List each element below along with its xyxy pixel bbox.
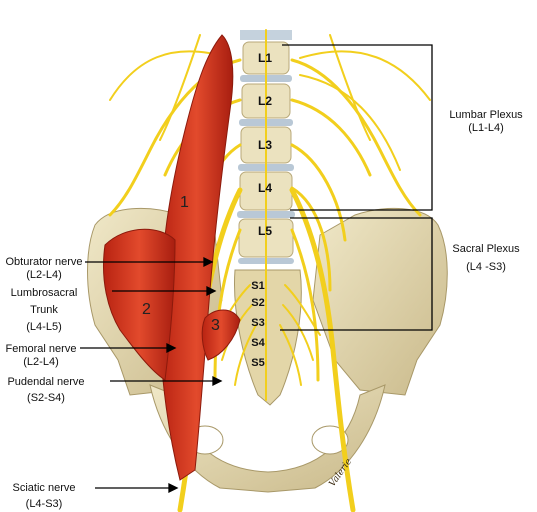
nerve xyxy=(290,228,320,382)
obturator-nerve-name: Obturator nerve xyxy=(5,256,83,268)
sciatic-nerve-label: Sciatic nerve (L4-S3) xyxy=(0,482,88,511)
sacral-label-s1: S1 xyxy=(251,280,265,292)
lumbosacral-trunk-label: Lumbrosacral Trunk (L4-L5) xyxy=(0,287,88,334)
sacral-plexus-label: Sacral Plexus (L4 -S3) xyxy=(440,243,532,274)
lumbosacral-trunk-name-2: Trunk xyxy=(30,304,58,316)
lumbar-plexus-bracket xyxy=(282,44,433,211)
sacral-label-s5: S5 xyxy=(251,357,265,369)
muscles xyxy=(102,34,241,481)
vertebra-label-l5: L5 xyxy=(257,224,272,238)
lumbosacral-trunk-roots: (L4-L5) xyxy=(26,321,62,333)
muscle-number-3: 3 xyxy=(211,317,220,334)
femoral-nerve-name: Femoral nerve xyxy=(5,343,77,355)
psoas-major-muscle xyxy=(159,34,234,481)
obturator-nerve-label: Obturator nerve (L2-L4) xyxy=(0,256,88,282)
nerve xyxy=(159,34,201,141)
lumbar-plexus-roots: (L1-L4) xyxy=(468,122,504,134)
muscle-number-1: 1 xyxy=(180,194,189,211)
nerve xyxy=(299,74,401,171)
nerve xyxy=(329,34,371,141)
obturator-nerve-roots: (L2-L4) xyxy=(26,269,62,281)
pudendal-nerve-roots: (S2-S4) xyxy=(27,392,65,404)
vertebra-label-l4: L4 xyxy=(257,181,272,195)
sacral-label-s4: S4 xyxy=(251,337,265,349)
femoral-arrowhead xyxy=(166,342,177,354)
nerve xyxy=(299,50,431,101)
nerve xyxy=(213,228,242,382)
sacral-plexus-roots: (L4 -S3) xyxy=(466,261,506,273)
sciatic-nerve-roots: (L4-S3) xyxy=(25,498,63,510)
nerve xyxy=(290,58,422,217)
pudendal-nerve-name: Pudendal nerve xyxy=(7,376,85,388)
plexus-brackets xyxy=(280,44,433,331)
lumbar-plexus-name: Lumbar Plexus xyxy=(449,109,523,121)
sacral-label-s2: S2 xyxy=(251,297,265,309)
sciatic-nerve-name: Sciatic nerve xyxy=(12,482,76,494)
obturator-arrowhead xyxy=(203,256,214,268)
muscle-number-2: 2 xyxy=(142,301,151,318)
nerve xyxy=(284,284,321,336)
sacral-plexus-bracket xyxy=(280,217,433,331)
vertebra-label-l1: L1 xyxy=(257,51,272,65)
pubic-ring xyxy=(149,384,386,493)
sciatic-arrowhead xyxy=(168,482,179,494)
nerve xyxy=(289,187,356,512)
sacral-label-s3: S3 xyxy=(251,317,265,329)
femoral-nerve-roots: (L2-L4) xyxy=(23,356,59,368)
femoral-nerve-label: Femoral nerve (L2-L4) xyxy=(0,343,82,369)
pointer-arrows xyxy=(80,256,223,494)
sacral-plexus-name: Sacral Plexus xyxy=(452,243,520,255)
nerve xyxy=(234,324,257,386)
sacrum xyxy=(234,269,302,406)
pudendal-arrowhead xyxy=(212,375,223,387)
right-obturator-foramen xyxy=(311,425,349,455)
vertebra-label-l3: L3 xyxy=(257,138,272,152)
lumbosacral-arrowhead xyxy=(206,285,217,297)
piriformis-muscle xyxy=(201,309,241,361)
nerve xyxy=(290,186,332,292)
vertebra-label-l2: L2 xyxy=(257,94,272,108)
nerve xyxy=(290,143,347,242)
pudendal-nerve-label: Pudendal nerve (S2-S4) xyxy=(0,376,92,405)
nerve xyxy=(290,98,372,177)
lumbosacral-trunk-name-1: Lumbrosacral xyxy=(10,287,78,299)
lumbar-plexus-label: Lumbar Plexus (L1-L4) xyxy=(440,109,532,135)
iliacus-muscle xyxy=(102,228,176,381)
